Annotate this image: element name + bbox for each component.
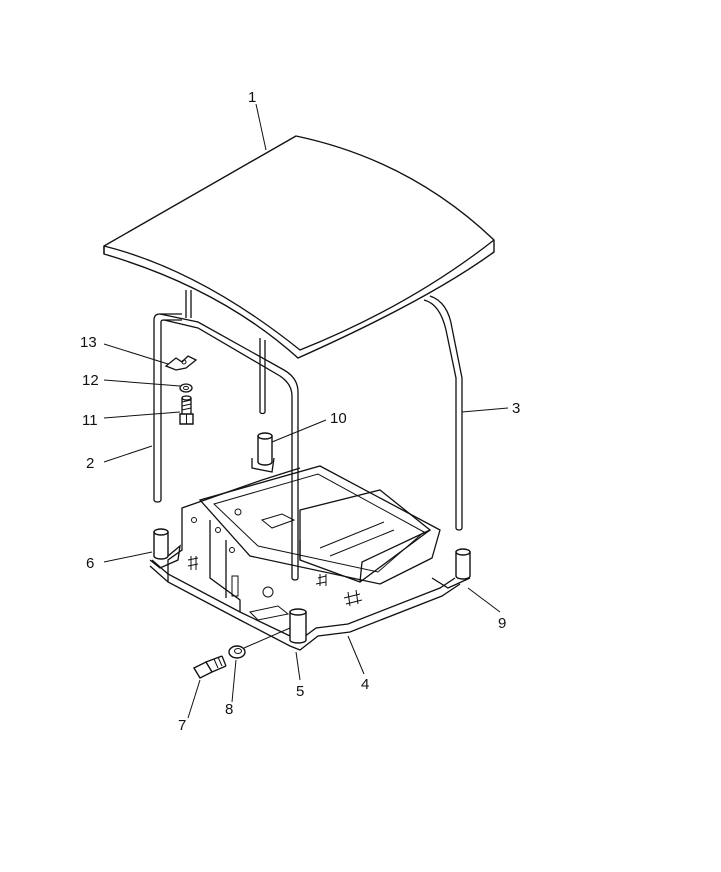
clamp-13 bbox=[164, 355, 198, 371]
canopy-roof bbox=[103, 135, 495, 359]
mount-bracket-10 bbox=[251, 432, 275, 473]
callout-5: 5 bbox=[296, 683, 304, 700]
mount-bracket-5 bbox=[289, 608, 307, 644]
callout-labels: 1 2 3 4 5 6 7 8 9 10 11 12 13 bbox=[80, 89, 520, 734]
mount-bracket-6 bbox=[149, 528, 181, 569]
callout-11: 11 bbox=[82, 412, 98, 429]
callout-6: 6 bbox=[86, 555, 94, 572]
post-2 bbox=[153, 290, 299, 581]
mount-bracket-9 bbox=[431, 548, 471, 589]
callout-8: 8 bbox=[225, 701, 233, 718]
callout-4: 4 bbox=[361, 676, 369, 693]
base-frame bbox=[149, 465, 461, 651]
leader-lines bbox=[103, 103, 509, 719]
callout-13: 13 bbox=[80, 334, 97, 351]
callout-1: 1 bbox=[248, 89, 256, 106]
callout-7: 7 bbox=[178, 717, 186, 734]
post-3 bbox=[423, 295, 463, 531]
callout-12: 12 bbox=[82, 372, 99, 389]
bolt-11 bbox=[179, 395, 194, 425]
nut-8 bbox=[228, 645, 246, 659]
callout-2: 2 bbox=[86, 455, 94, 472]
bolt-7 bbox=[193, 655, 227, 679]
callout-3: 3 bbox=[512, 400, 520, 417]
callout-10: 10 bbox=[330, 410, 347, 427]
callout-9: 9 bbox=[498, 615, 506, 632]
washer-12 bbox=[179, 383, 193, 393]
